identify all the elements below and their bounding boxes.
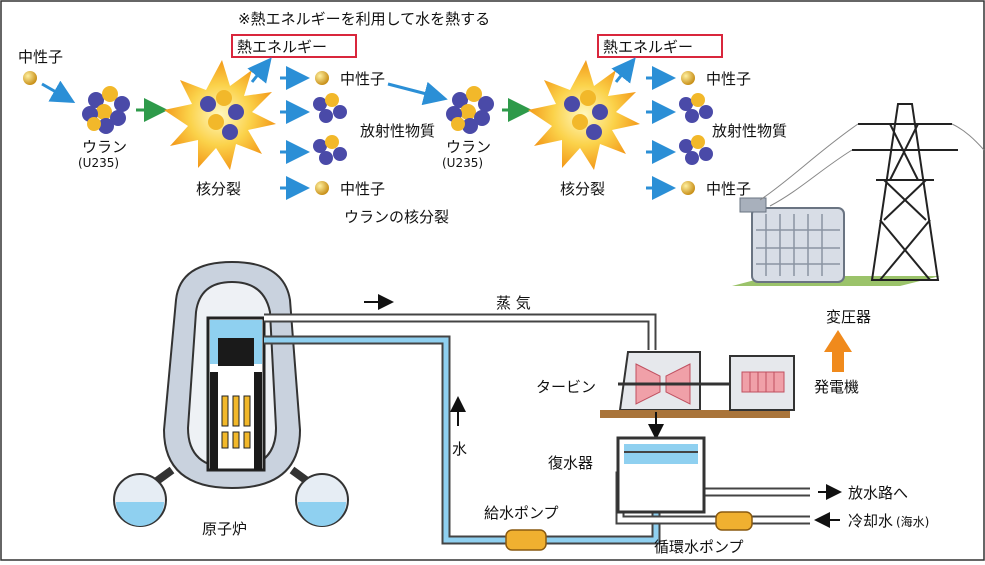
uranium-label: ウラン xyxy=(82,138,127,156)
neutron-icon xyxy=(315,181,329,195)
transformer-icon xyxy=(732,197,940,286)
transformer-label: 変圧器 xyxy=(826,308,871,326)
cooling-sub-label: (海水) xyxy=(896,514,929,529)
heat-energy-box xyxy=(231,34,357,58)
arrow-chain xyxy=(387,81,448,106)
radioactive-label: 放射性物質 xyxy=(712,122,787,140)
turbine-base xyxy=(600,410,790,418)
fragment-icon xyxy=(679,135,713,165)
neutron-label: 中性子 xyxy=(340,70,385,88)
arrow-heat xyxy=(611,57,636,84)
water-label: 水 xyxy=(452,440,467,458)
reactor-label: 原子炉 xyxy=(202,520,247,538)
uranium-cluster-icon xyxy=(446,86,494,134)
radioactive-label: 放射性物質 xyxy=(360,122,435,140)
arrow-heat xyxy=(247,57,272,84)
heat-energy-label: 熱エネルギー xyxy=(603,38,693,56)
generator-label: 発電機 xyxy=(814,378,859,396)
neutron-icon xyxy=(315,71,329,85)
cooling-label: 冷却水 xyxy=(848,512,893,530)
generator-icon xyxy=(729,355,795,411)
arrow-neutron-in xyxy=(41,80,76,103)
power-pylon-icon xyxy=(759,103,985,281)
neutron-icon xyxy=(681,71,695,85)
uranium-cluster-icon xyxy=(82,86,130,134)
feedwater-pump-icon xyxy=(505,529,547,551)
fission-label: 核分裂 xyxy=(560,180,605,198)
u235-label: (U235) xyxy=(78,156,119,170)
steam-label: 蒸 気 xyxy=(496,294,531,312)
neutron-in-label: 中性子 xyxy=(18,48,63,66)
neutron-label: 中性子 xyxy=(706,70,751,88)
outfall-label: 放水路へ xyxy=(848,484,908,502)
neutron-icon xyxy=(681,181,695,195)
fission-burst-icon xyxy=(164,60,276,170)
steam-pipe xyxy=(264,313,657,350)
neutron-icon xyxy=(23,71,37,85)
neutron-label: 中性子 xyxy=(340,180,385,198)
fragment-icon xyxy=(313,135,347,165)
up-arrow-icon xyxy=(824,330,852,372)
heat-energy-label: 熱エネルギー xyxy=(237,38,327,56)
turbine-icon xyxy=(618,351,740,411)
fission-label: 核分裂 xyxy=(196,180,241,198)
circulation-pump-label: 循環水ポンプ xyxy=(654,538,744,556)
fragment-icon xyxy=(679,93,713,123)
condenser-label: 復水器 xyxy=(548,454,593,472)
fragment-icon xyxy=(313,93,347,123)
heat-energy-box xyxy=(597,34,723,58)
feedwater-pump-label: 給水ポンプ xyxy=(484,504,559,522)
reactor-building xyxy=(113,260,349,527)
note-text: ※熱エネルギーを利用して水を熱する xyxy=(238,10,490,28)
circulation-pump-icon xyxy=(715,511,753,531)
uranium-label: ウラン xyxy=(446,138,491,156)
u235-label: (U235) xyxy=(442,156,483,170)
condenser-icon xyxy=(616,436,706,514)
neutron-label: 中性子 xyxy=(706,180,751,198)
fission-caption: ウランの核分裂 xyxy=(344,208,449,226)
fission-burst-icon xyxy=(528,60,640,170)
turbine-label: タービン xyxy=(536,378,596,396)
